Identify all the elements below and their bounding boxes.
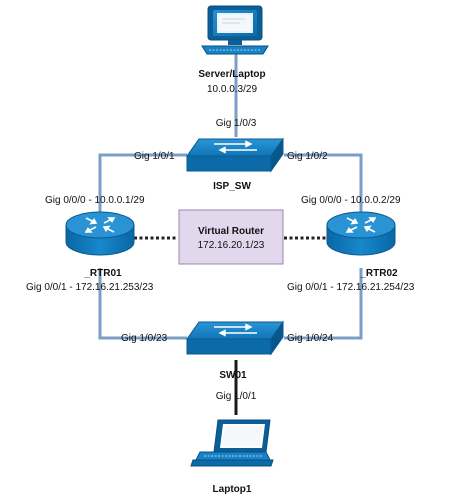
virtual-router-title: Virtual Router [198, 226, 264, 237]
rtr01-gig-0-0-1: Gig 0/0/1 - 172.16.21.253/23 [26, 282, 154, 293]
sw01-port-gig-1-0-1: Gig 1/0/1 [216, 391, 257, 402]
isp-sw-name: ISP_SW [213, 181, 251, 192]
isp-sw-port-gig-1-0-1: Gig 1/0/1 [134, 151, 175, 162]
sw01-switch-icon[interactable] [186, 320, 284, 356]
isp-sw-port-gig-1-0-3: Gig 1/0/3 [216, 118, 257, 129]
link-isp-rtr02 [284, 153, 363, 212]
laptop1-name: Laptop1 [213, 484, 252, 495]
rtr02-router-icon[interactable] [326, 211, 396, 256]
rtr01-router-icon[interactable] [65, 211, 135, 256]
sw01-name: SW01 [219, 370, 247, 381]
rtr02-gig-0-0-1: Gig 0/0/1 - 172.16.21.254/23 [287, 282, 415, 293]
virtual-router-box [178, 209, 284, 265]
server-laptop-computer-icon[interactable] [201, 5, 269, 55]
rtr02-name: _RTR02 [359, 268, 398, 279]
laptop1-laptop-icon[interactable] [190, 419, 274, 467]
isp-sw-port-gig-1-0-2: Gig 1/0/2 [287, 151, 328, 162]
rtr01-name: _RTR01 [83, 268, 122, 279]
rtr02-gig-0-0-0: Gig 0/0/0 - 10.0.0.2/29 [301, 195, 401, 206]
isp-sw-switch-icon[interactable] [186, 137, 284, 173]
link-rtr01-sw01 [98, 268, 187, 340]
link-isp-rtr01 [98, 153, 187, 212]
virtual-router-ip: 172.16.20.1/23 [198, 240, 265, 251]
link-rtr02-sw01 [284, 268, 363, 340]
sw01-port-gig-1-0-24: Gig 1/0/24 [287, 333, 334, 344]
server-laptop-name: Server/Laptop [198, 69, 265, 80]
server-laptop-ip: 10.0.0.3/29 [207, 84, 257, 95]
sw01-port-gig-1-0-23: Gig 1/0/23 [121, 333, 168, 344]
rtr01-gig-0-0-0: Gig 0/0/0 - 10.0.0.1/29 [45, 195, 145, 206]
